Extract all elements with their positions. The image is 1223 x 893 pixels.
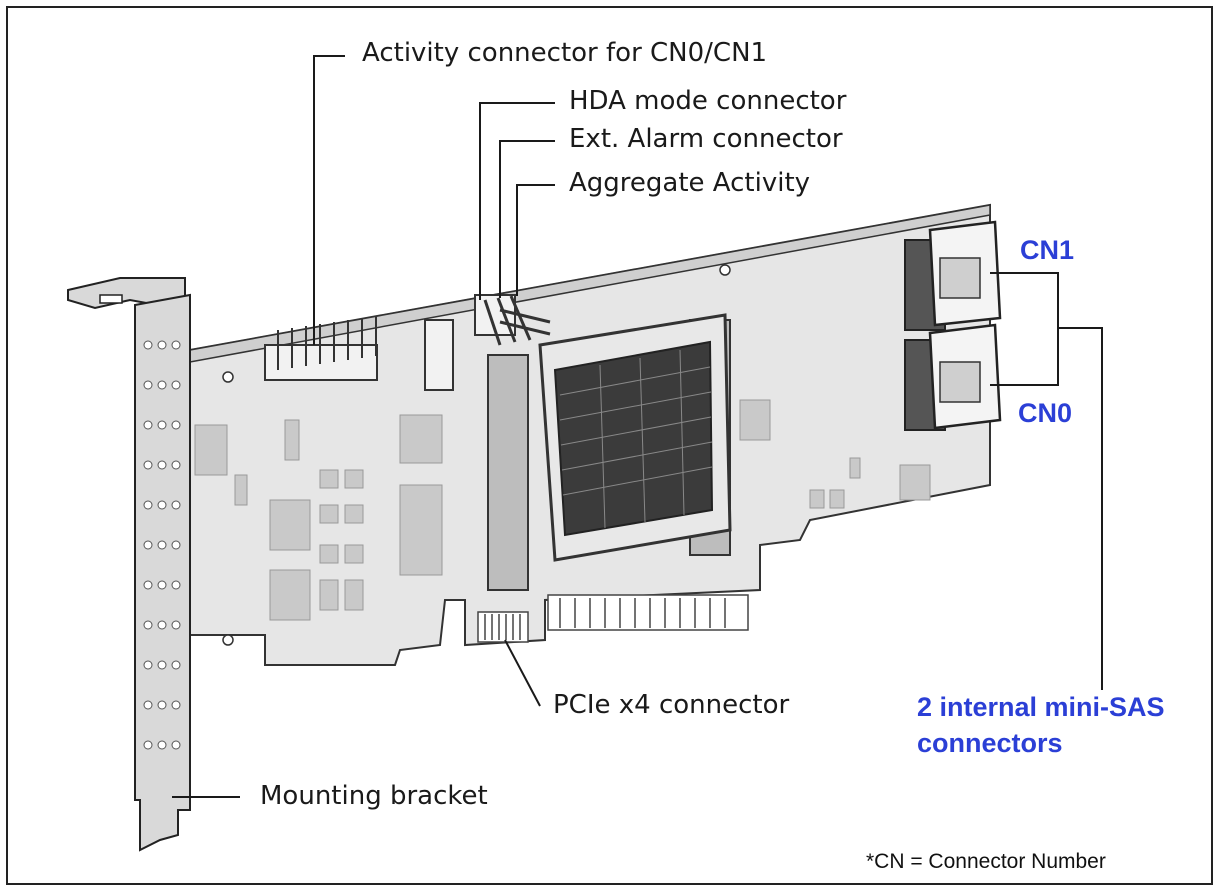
leader-cn-bracket bbox=[990, 272, 1059, 386]
footnote-connector-number: *CN = Connector Number bbox=[866, 850, 1106, 873]
leader-mini-sas bbox=[1058, 327, 1103, 690]
small-pin-headers bbox=[474, 294, 551, 346]
board-components bbox=[194, 399, 931, 621]
leader-ext-alarm bbox=[499, 140, 555, 298]
label-ext-alarm-connector: Ext. Alarm connector bbox=[569, 124, 843, 154]
leader-aggregate bbox=[516, 184, 555, 296]
mini-sas-connector-cn0 bbox=[904, 323, 1002, 431]
activity-connector-header bbox=[264, 316, 378, 381]
leader-activity-cn bbox=[313, 55, 345, 345]
mini-sas-connector-cn1 bbox=[904, 220, 1002, 331]
label-activity-connector: Activity connector for CN0/CN1 bbox=[362, 38, 768, 68]
mounting-hole bbox=[222, 634, 234, 646]
label-mini-sas-line2: connectors bbox=[917, 728, 1063, 758]
label-cn0: CN0 bbox=[1018, 398, 1073, 428]
leader-hda-mode bbox=[479, 102, 555, 300]
label-aggregate-activity: Aggregate Activity bbox=[569, 168, 811, 198]
leader-pcie bbox=[504, 639, 541, 707]
heatsink bbox=[487, 313, 732, 591]
label-mounting-bracket: Mounting bracket bbox=[260, 781, 488, 811]
label-pcie-connector: PCIe x4 connector bbox=[553, 690, 790, 720]
label-cn1: CN1 bbox=[1020, 235, 1075, 265]
leader-lines bbox=[172, 55, 1103, 798]
mounting-hole bbox=[719, 264, 731, 276]
pcie-fingers bbox=[477, 594, 749, 643]
mounting-hole bbox=[222, 371, 234, 383]
label-mini-sas-line1: 2 internal mini-SAS bbox=[917, 692, 1165, 722]
vertical-connector bbox=[424, 319, 454, 391]
label-hda-mode-connector: HDA mode connector bbox=[569, 86, 847, 116]
mounting-bracket bbox=[67, 277, 191, 852]
